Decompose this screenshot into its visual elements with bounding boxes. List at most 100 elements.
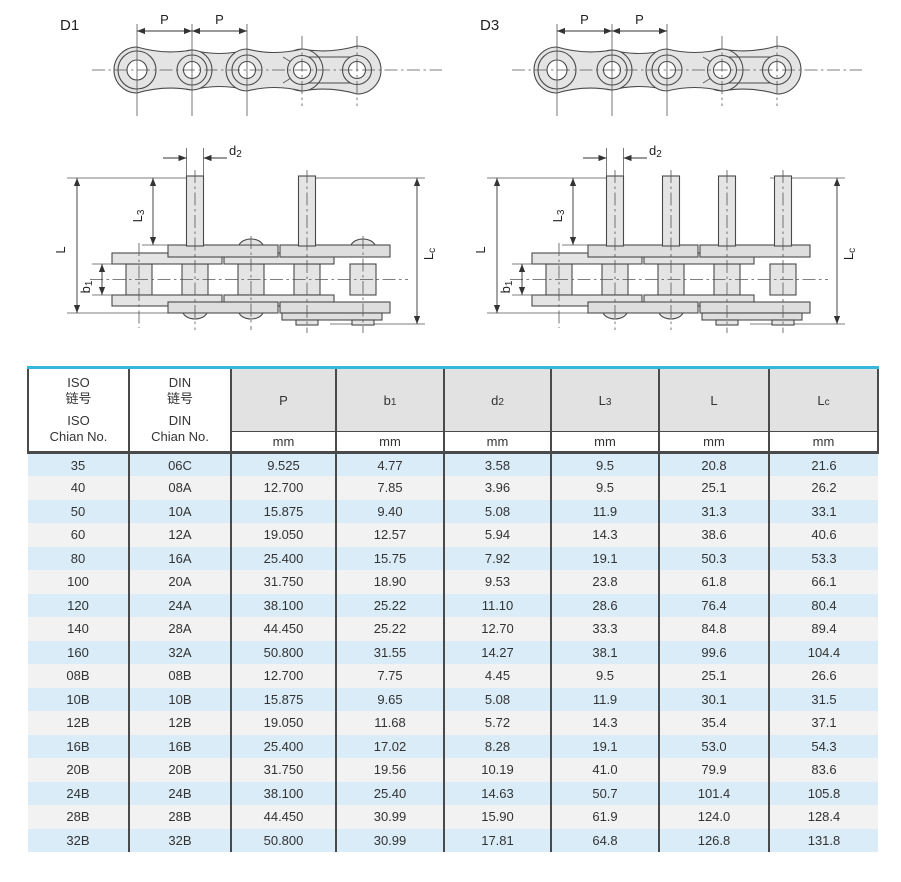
table-cell: 08A: [128, 476, 232, 500]
dim-d2: d2: [229, 143, 242, 160]
table-cell: 80: [28, 546, 130, 570]
table-cell: 38.1: [550, 640, 660, 664]
table-cell: 25.22: [335, 617, 445, 641]
d3-chain-side-view-drawing: L Lc L3 d2 b1: [473, 143, 858, 333]
table-cell: 53.0: [658, 734, 770, 758]
table-cell: 21.6: [768, 452, 878, 476]
table-cell: 25.40: [335, 781, 445, 805]
table-cell: 16A: [128, 546, 232, 570]
table-cell: 5.08: [443, 499, 552, 523]
table-cell: 61.8: [658, 570, 770, 594]
header-col-L3: L3: [550, 367, 660, 432]
connecting-link-plate: [701, 312, 803, 321]
table-cell: 19.1: [550, 734, 660, 758]
table-cell: 4.77: [335, 452, 445, 476]
table-cell: 128.4: [768, 805, 878, 829]
table-cell: 12B: [28, 711, 130, 735]
dim-Lc: Lc: [841, 248, 858, 260]
table-cell: 64.8: [550, 828, 660, 852]
table-cell: 35.4: [658, 711, 770, 735]
table-cell: 41.0: [550, 758, 660, 782]
table-cell: 38.100: [230, 781, 337, 805]
table-cell: 5.08: [443, 687, 552, 711]
table-cell: 25.400: [230, 734, 337, 758]
header-col-L: L: [658, 367, 770, 432]
table-cell: 40.6: [768, 523, 878, 547]
pitch-label: P: [215, 12, 224, 27]
table-cell: 7.85: [335, 476, 445, 500]
table-cell: 3.96: [443, 476, 552, 500]
table-cell: 104.4: [768, 640, 878, 664]
table-cell: 14.3: [550, 711, 660, 735]
table-cell: 44.450: [230, 617, 337, 641]
table-cell: 15.875: [230, 687, 337, 711]
header-col-d2: d2: [443, 367, 552, 432]
reference-lines: [67, 177, 425, 325]
table-cell: 160: [28, 640, 130, 664]
table-cell: 26.6: [768, 664, 878, 688]
table-cell: 3.58: [443, 452, 552, 476]
dim-b1: b1: [498, 280, 515, 293]
table-cell: 124.0: [658, 805, 770, 829]
table-cell: 9.53: [443, 570, 552, 594]
header-col-P: P: [230, 367, 337, 432]
table-cell: 35: [28, 452, 130, 476]
header-din-chain-no: DIN 链号 DIN Chian No.: [128, 367, 232, 453]
table-cell: 32B: [28, 828, 130, 852]
pitch-label: P: [580, 12, 589, 27]
table-cell: 9.5: [550, 664, 660, 688]
table-cell: 31.5: [768, 687, 878, 711]
connecting-link-plate: [281, 312, 383, 321]
header-din-cn: DIN 链号: [166, 374, 193, 406]
table-cell: 14.27: [443, 640, 552, 664]
unit-mm: mm: [443, 431, 552, 453]
table-cell: 24B: [128, 781, 232, 805]
dim-d2: d2: [649, 143, 662, 160]
table-cell: 20.8: [658, 452, 770, 476]
table-cell: 7.92: [443, 546, 552, 570]
table-cell: 24B: [28, 781, 130, 805]
header-label-row: ISO 链号 ISO Chian No. DIN 链号 DIN Chian No…: [27, 367, 879, 453]
table-cell: 38.100: [230, 593, 337, 617]
table-cell: 9.525: [230, 452, 337, 476]
table-cell: 12A: [128, 523, 232, 547]
table-cell: 14.63: [443, 781, 552, 805]
centerlines: [510, 170, 828, 333]
table-cell: 12.57: [335, 523, 445, 547]
clip-fork: [282, 56, 292, 84]
table-cell: 131.8: [768, 828, 878, 852]
table-cell: 12.700: [230, 664, 337, 688]
table-cell: 50.7: [550, 781, 660, 805]
table-cell: 140: [28, 617, 130, 641]
table-cell: 101.4: [658, 781, 770, 805]
dim-L3: L3: [130, 209, 147, 222]
table-cell: 18.90: [335, 570, 445, 594]
table-cell: 12.700: [230, 476, 337, 500]
table-cell: 20A: [128, 570, 232, 594]
table-cell: 10A: [128, 499, 232, 523]
table-cell: 105.8: [768, 781, 878, 805]
table-cell: 50.800: [230, 640, 337, 664]
header-col-b1: b1: [335, 367, 445, 432]
table-cell: 9.65: [335, 687, 445, 711]
d1-chain-top-view-drawing: D1 P P: [60, 12, 442, 116]
unit-mm: mm: [550, 431, 660, 453]
table-cell: 32A: [128, 640, 232, 664]
chain-spec-table: ISO 链号 ISO Chian No. DIN 链号 DIN Chian No…: [27, 366, 879, 852]
table-cell: 60: [28, 523, 130, 547]
table-cell: 66.1: [768, 570, 878, 594]
centerlines: [512, 24, 862, 116]
header-iso-cn: ISO 链号: [65, 374, 92, 406]
table-cell: 06C: [128, 452, 232, 476]
table-cell: 12B: [128, 711, 232, 735]
table-cell: 31.3: [658, 499, 770, 523]
centerlines: [90, 170, 408, 333]
table-cell: 30.99: [335, 805, 445, 829]
